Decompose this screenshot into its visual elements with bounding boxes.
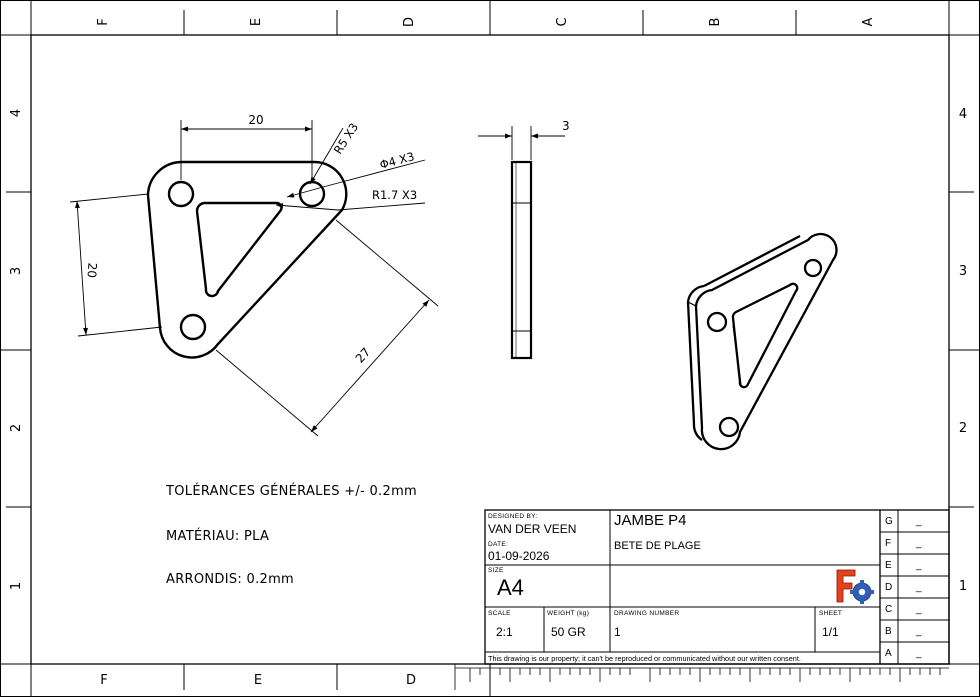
dim-slant-length: 27 [353, 345, 374, 366]
drawing-number-value: 1 [614, 625, 621, 639]
drawing-number-label: DRAWING NUMBER [614, 610, 680, 617]
sheet-value: 1/1 [822, 625, 839, 639]
zone-letter-top: E [249, 18, 264, 26]
designed-by-label: DESIGNED BY: [488, 513, 538, 520]
scale-label: SCALE [488, 610, 511, 617]
zone-letter-bottom: F [100, 673, 107, 688]
zone-letter-top: B [708, 18, 723, 27]
revision-value: _ [916, 648, 922, 659]
note-material: MATÉRIAU: PLA [166, 529, 270, 544]
date-label: DATE: [488, 541, 509, 548]
hole-top-right [298, 180, 326, 208]
freecad-logo-icon [836, 569, 874, 604]
dim-left-height: 20 [84, 262, 99, 278]
zone-number-right: 3 [959, 264, 967, 279]
date-value: 01-09-2026 [488, 549, 550, 563]
front-dimensions [69, 120, 439, 437]
dim-hole-diameter: Φ4 X3 [378, 149, 416, 172]
revision-letter: E [885, 560, 892, 571]
title-block-grid [484, 509, 950, 665]
weight-value: 50 GR [551, 625, 586, 639]
revision-value: _ [916, 582, 922, 593]
weight-label: WEIGHT (kg) [547, 610, 590, 617]
side-outline [510, 160, 533, 360]
revision-value: _ [916, 538, 922, 549]
metric-ruler [454, 664, 949, 690]
disclaimer: This drawing is our property; it can't b… [488, 654, 801, 663]
revision-letter: C [885, 604, 893, 615]
note-fillets: ARRONDIS: 0.2mm [166, 572, 295, 587]
dim-top-width: 20 [248, 113, 263, 127]
zone-letter-top: C [555, 17, 570, 26]
iso-view [686, 232, 838, 451]
scale-value: 2:1 [496, 625, 513, 639]
revision-value: _ [916, 626, 922, 637]
zone-number-left: 3 [9, 267, 24, 275]
hole-top-left [167, 180, 195, 208]
iso-outline-front [694, 232, 838, 451]
revision-letter: D [885, 582, 893, 593]
zone-letter-bottom: E [254, 673, 262, 688]
revision-value: _ [916, 516, 922, 527]
zone-number-right: 4 [959, 107, 967, 122]
dim-corner-radius: R5 X3 [331, 120, 361, 156]
zone-number-right: 1 [959, 579, 967, 594]
revision-letter: F [885, 538, 892, 549]
designed-by-value: VAN DER VEEN [488, 522, 577, 536]
plate-inner-cutout [195, 201, 283, 298]
plate-outline [146, 160, 348, 359]
revision-letter: A [885, 648, 892, 659]
drawing-title: JAMBE P4 [614, 512, 687, 529]
zone-letter-top: D [402, 17, 417, 27]
size-label: SIZE [488, 567, 504, 574]
hole-bottom [179, 313, 207, 341]
zone-number-left: 2 [9, 424, 24, 432]
dim-inner-radius: R1.7 X3 [372, 188, 417, 202]
iso-outline-back-2 [686, 284, 705, 303]
side-view [478, 126, 565, 360]
zone-number-left: 4 [9, 109, 24, 117]
revision-letter: G [885, 516, 893, 527]
revision-letter: B [885, 626, 892, 637]
revision-value: _ [916, 604, 922, 615]
front-view [146, 160, 348, 359]
size-value: A4 [497, 575, 524, 600]
iso-outline-back [703, 234, 801, 288]
dim-thickness: 3 [562, 119, 570, 133]
zone-letter-top: F [96, 18, 111, 25]
iso-inner-cutout [731, 282, 799, 389]
note-tolerances: TOLÉRANCES GÉNÉRALES +/- 0.2mm [166, 484, 417, 499]
zone-number-right: 2 [959, 421, 967, 436]
zone-letter-bottom: D [406, 673, 416, 688]
drawing-subtitle: BETE DE PLAGE [614, 540, 701, 552]
zone-number-left: 1 [9, 582, 24, 590]
sheet-label: SHEET [819, 610, 843, 617]
revision-value: _ [916, 560, 922, 571]
zone-letter-top: A [861, 17, 876, 26]
